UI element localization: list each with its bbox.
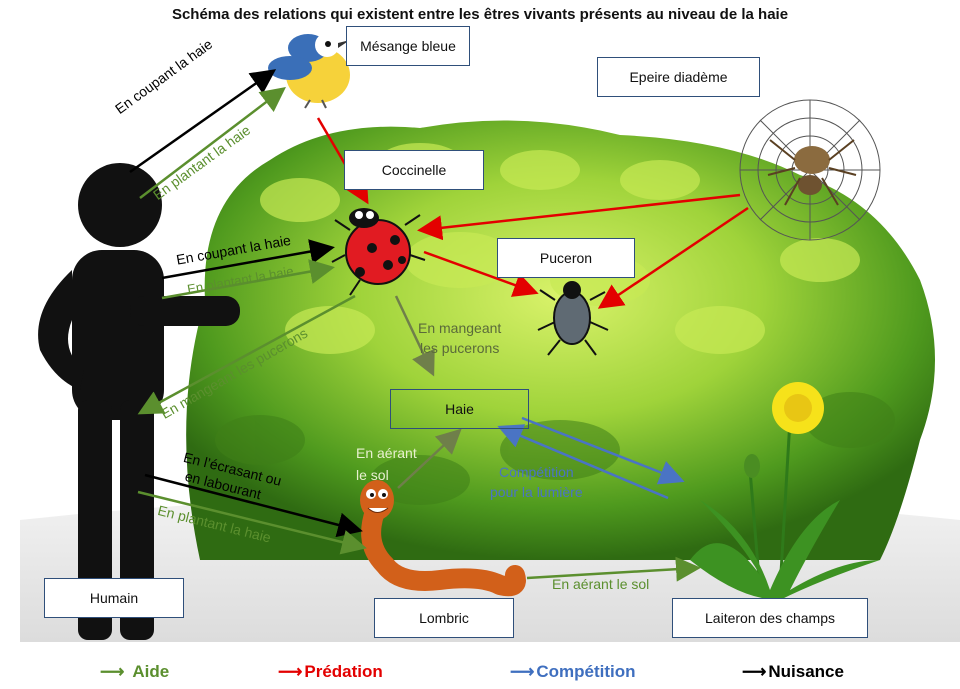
diagram-title: Schéma des relations qui existent entre … xyxy=(171,6,789,23)
label-aerant-sol-haie: En aérant le sol xyxy=(356,442,417,486)
box-mesange-bleue: Mésange bleue xyxy=(346,26,470,66)
nuisance-arrows xyxy=(129,69,363,538)
legend-aide-label: Aide xyxy=(132,662,170,681)
label-competition-line1: Compétition xyxy=(498,464,574,480)
box-puceron: Puceron xyxy=(497,238,635,278)
competition-arrows xyxy=(497,416,685,500)
ladybug-illustration xyxy=(331,208,426,296)
label-competition-line2: pour la lumière xyxy=(490,484,583,500)
label-mangeant-pucerons-haie-line2: les pucerons xyxy=(419,340,500,356)
aphid-illustration xyxy=(537,281,609,356)
label-aerant-sol-haie-line1: En aérant xyxy=(356,445,417,461)
legend-competition: ⟶ Compétition xyxy=(510,662,636,682)
dandelion-illustration xyxy=(690,382,880,600)
box-coccinelle: Coccinelle xyxy=(344,150,484,190)
label-aerant-sol-laiteron: En aérant le sol xyxy=(552,576,650,592)
earthworm-illustration xyxy=(360,480,526,597)
label-aerant-sol-haie-line2: le sol xyxy=(356,467,389,483)
box-lombric: Lombric xyxy=(374,598,514,638)
legend-competition-arrow-icon: ⟶ xyxy=(510,662,535,681)
legend-predation-label: Prédation xyxy=(304,662,383,681)
help-arrows xyxy=(137,86,701,582)
legend-nuisance-label: Nuisance xyxy=(768,662,844,681)
legend-aide-arrow-icon: ⟶ xyxy=(100,662,125,681)
legend-predation: ⟶ Prédation xyxy=(278,662,383,682)
blue-tit-illustration xyxy=(268,33,350,109)
spider-illustration xyxy=(767,139,857,206)
help-arrows-hedge xyxy=(394,295,462,489)
legend-nuisance: ⟶ Nuisance xyxy=(742,662,844,682)
legend-competition-label: Compétition xyxy=(536,662,636,681)
predation-arrows xyxy=(316,117,749,309)
legend-predation-arrow-icon: ⟶ xyxy=(278,662,303,681)
legend-nuisance-arrow-icon: ⟶ xyxy=(742,662,767,681)
box-humain: Humain xyxy=(44,578,184,618)
label-mangeant-pucerons-haie-line1: En mangeant xyxy=(418,320,502,336)
legend-aide: ⟶ Aide xyxy=(100,662,169,682)
label-mangeant-pucerons-haie: En mangeant les pucerons xyxy=(418,318,501,358)
box-haie: Haie xyxy=(390,389,529,429)
box-epeire-diademe: Epeire diadème xyxy=(597,57,760,97)
label-competition: Compétition pour la lumière xyxy=(490,462,583,502)
box-laiteron-des-champs: Laiteron des champs xyxy=(672,598,868,638)
